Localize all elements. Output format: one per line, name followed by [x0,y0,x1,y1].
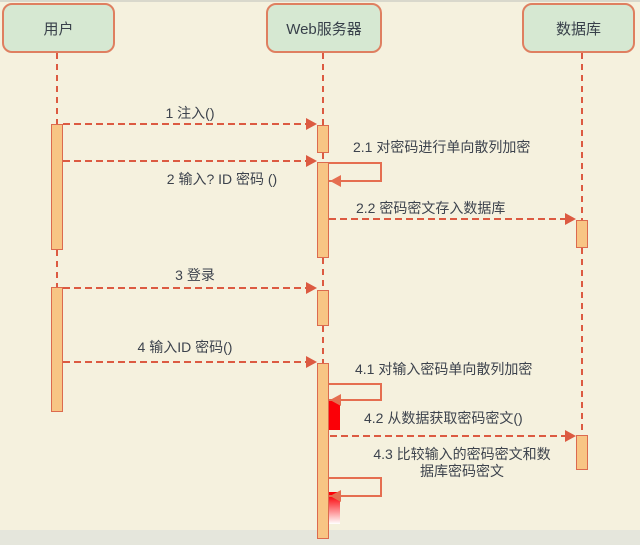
actor-database: 数据库 [522,3,635,53]
self-message-loop-2-1 [329,162,382,182]
message-arrow-2-2 [329,218,565,220]
arrowhead-left-icon [330,175,341,187]
nested-activation-red [329,401,340,430]
arrowhead-right-icon [306,118,317,130]
arrowhead-right-icon [565,213,576,225]
message-label-4: 4 输入ID 密码() [137,339,233,355]
message-label-2-2: 2.2 密码密文存入数据库 [356,200,506,216]
message-arrow-4-2 [330,435,565,437]
activation-bar-database [576,220,588,248]
arrowhead-left-icon [330,394,341,406]
arrowhead-right-icon [565,430,576,442]
message-label-3: 3 登录 [175,267,215,283]
message-label-4-3-line2: 据库密码密文 [420,463,504,479]
self-message-loop-4-3 [329,477,382,497]
activation-bar-webserver [317,363,329,539]
arrowhead-right-icon [306,155,317,167]
lifeline-user [56,53,58,124]
message-label-2-1: 2.1 对密码进行单向散列加密 [353,139,531,155]
message-label-4-3: 4.3 比较输入的密码密文和数 据库密码密文 [352,446,572,480]
lifeline-webserver [322,53,324,125]
lifeline-webserver [322,326,324,363]
lifeline-user [56,250,58,287]
message-label-4-1: 4.1 对输入密码单向散列加密 [355,361,533,377]
actor-user: 用户 [2,3,115,53]
activation-bar-user [51,287,63,412]
lifeline-webserver [322,258,324,290]
arrowhead-right-icon [306,282,317,294]
activation-bar-user [51,124,63,250]
lifeline-webserver [322,153,324,162]
actor-webserver-label: Web服务器 [286,20,362,38]
message-label-2: 2 输入? ID 密码 () [166,171,278,187]
nested-activation-red-fading [329,492,340,524]
actor-database-label: 数据库 [555,20,601,38]
message-arrow-3 [63,287,306,289]
message-label-4-2: 4.2 从数据获取密码密文() [364,410,523,426]
activation-bar-webserver [317,125,329,153]
message-arrow-2 [63,160,306,162]
actor-webserver: Web服务器 [266,3,382,53]
message-arrow-4 [63,361,306,363]
message-arrow-1 [63,123,306,125]
arrowhead-right-icon [306,356,317,368]
self-message-loop-4-1 [329,383,382,401]
message-label-4-3-line1: 4.3 比较输入的密码密文和数 [373,446,551,462]
actor-user-label: 用户 [43,20,74,38]
activation-bar-database [576,435,588,470]
message-label-1: 1 注入() [165,105,215,121]
arrowhead-left-icon [330,490,341,502]
activation-bar-webserver [317,290,329,326]
lifeline-database [581,248,583,435]
lifeline-database [581,53,583,220]
top-edge-line [0,0,640,2]
activation-bar-webserver [317,162,329,258]
